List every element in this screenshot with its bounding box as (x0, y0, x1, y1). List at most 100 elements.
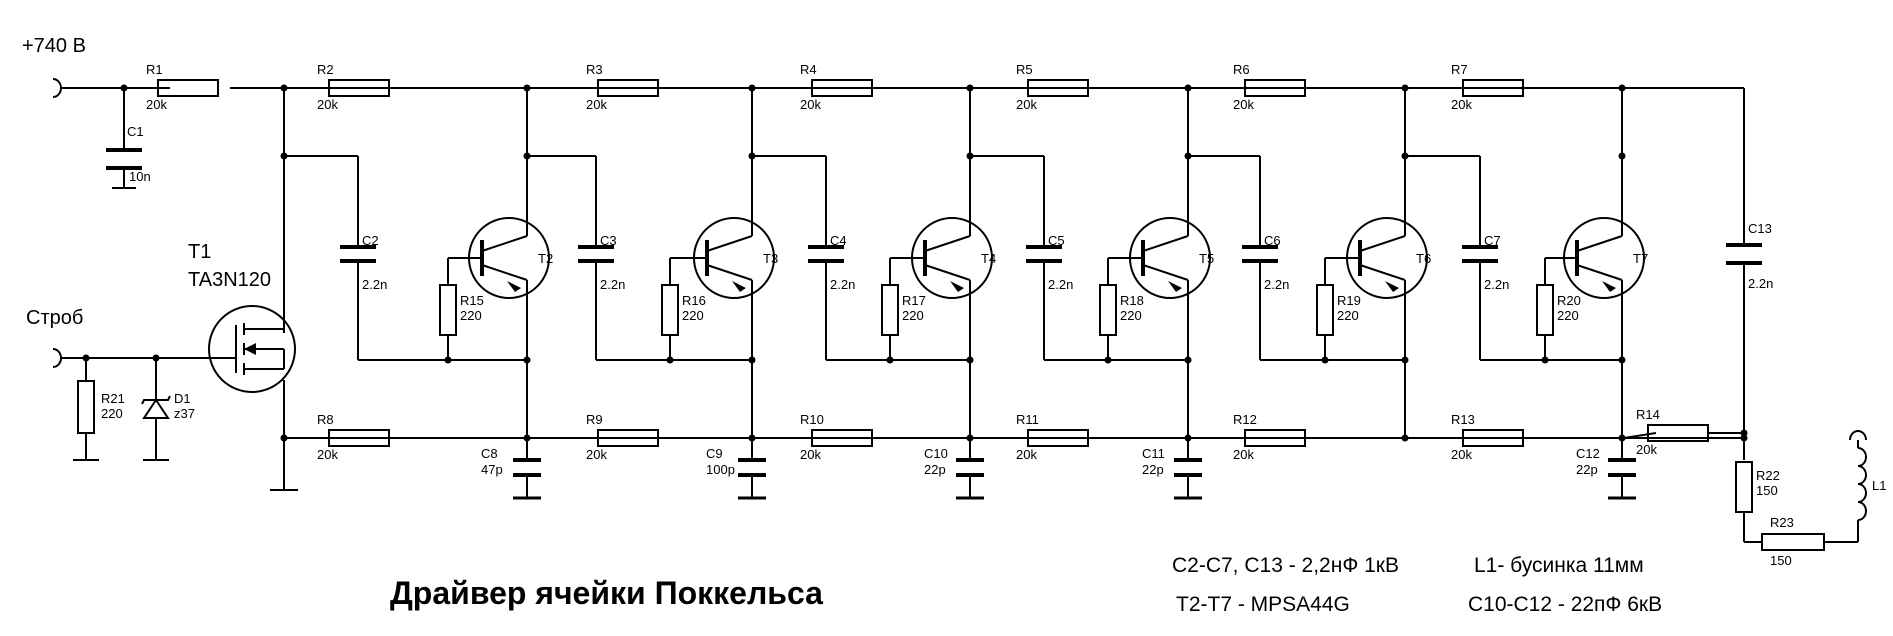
resistor-r12-value: 20k (1233, 447, 1254, 462)
junction-dot (523, 356, 531, 364)
emitter-arrow (1385, 281, 1399, 292)
resistor-r13-body (1462, 429, 1524, 447)
junction-dot (1618, 84, 1626, 92)
resistor-body (881, 284, 899, 336)
junction-dot (1541, 356, 1549, 364)
resistor-r6-value: 20k (1233, 97, 1254, 112)
resistor-r3-body (597, 79, 659, 97)
c11-ref: C11 (1142, 446, 1165, 461)
junction-dot (1740, 429, 1748, 437)
junction-dot (1618, 434, 1626, 442)
resistor-r12: R12 20k (1233, 412, 1306, 462)
supply-label: +740 В (22, 35, 86, 57)
junction-dot (523, 152, 531, 160)
emitter-lead (1359, 264, 1406, 281)
resistor-r10-ref: R10 (800, 412, 824, 427)
emitter-lead (481, 264, 528, 281)
c2-value: 2.2n (362, 277, 387, 292)
c4-ref: C4 (830, 233, 847, 248)
l1-ref: L1 (1872, 478, 1886, 493)
resistor-r9-body (597, 429, 659, 447)
capacitor-c5: C52.2n (1026, 233, 1073, 292)
junction-dot (444, 356, 452, 364)
collector-lead (706, 235, 753, 252)
capacitor-c4: C4 2.2n (808, 233, 855, 292)
r16-value: 220 (682, 308, 704, 323)
junction-dot (280, 84, 288, 92)
collector-lead (1576, 235, 1623, 252)
t6-ref: T6 (1416, 251, 1431, 266)
resistor-r6-body (1244, 79, 1306, 97)
junction-dot (1618, 356, 1626, 364)
resistor-r13-value: 20k (1451, 447, 1472, 462)
capacitor-c2: C22.2n (340, 233, 387, 292)
capacitor-c6: C62.2n (1242, 233, 1289, 292)
junction-dot (1104, 356, 1112, 364)
junction-dot (523, 434, 531, 442)
t1-ref: T1 (188, 241, 211, 263)
resistor-r1-body (157, 79, 219, 97)
t3-ref: T3 (763, 251, 778, 266)
resistor-r4-value: 20k (800, 97, 821, 112)
junction-dot (966, 84, 974, 92)
junction-dots (82, 84, 1748, 442)
collector-lead (1142, 235, 1189, 252)
r22-value: 150 (1756, 483, 1778, 498)
c13-ref: C13 (1748, 221, 1772, 236)
emitter-lead (924, 264, 971, 281)
c7-value: 2.2n (1484, 277, 1509, 292)
t1-part: TA3N120 (188, 269, 271, 291)
transistor-stages: C22.2nT2R15220C32.2nT3R16220C42.2nT4R172… (340, 88, 1648, 438)
resistor-r1-ref: R1 (146, 62, 163, 77)
r17-ref: R17 (902, 293, 926, 308)
c5-ref: C5 (1048, 233, 1065, 248)
emitter-lead (1142, 264, 1189, 281)
emitter-arrow (950, 281, 964, 292)
c4-value: 2.2n (830, 277, 855, 292)
resistor-body (439, 284, 457, 336)
r22-ref: R22 (1756, 468, 1780, 483)
c12-ref: C12 (1576, 446, 1600, 461)
resistor-r5-ref: R5 (1016, 62, 1033, 77)
resistor-r11-value: 20k (1016, 447, 1037, 462)
junction-dot (748, 356, 756, 364)
c1-value: 10n (129, 169, 151, 184)
r15-ref: R15 (460, 293, 484, 308)
r20-value: 220 (1557, 308, 1579, 323)
r16-ref: R16 (682, 293, 706, 308)
emitter-lead (706, 264, 753, 281)
r20-ref: R20 (1557, 293, 1581, 308)
resistor-r7-body (1462, 79, 1524, 97)
resistor-r2-body (328, 79, 390, 97)
d1-ref: D1 (174, 391, 191, 406)
resistor-r9-ref: R9 (586, 412, 603, 427)
junction-dot (1184, 434, 1192, 442)
junction-dot (82, 354, 90, 362)
resistor-r3-value: 20k (586, 97, 607, 112)
resistor-r12-ref: R12 (1233, 412, 1257, 427)
junction-dot (748, 434, 756, 442)
r15-value: 220 (460, 308, 482, 323)
r19-ref: R19 (1337, 293, 1361, 308)
c10-ref: C10 (924, 446, 948, 461)
r18-value: 220 (1120, 308, 1142, 323)
c11-value: 22p (1142, 462, 1164, 477)
junction-dot (1618, 152, 1626, 160)
junction-dot (1401, 356, 1409, 364)
